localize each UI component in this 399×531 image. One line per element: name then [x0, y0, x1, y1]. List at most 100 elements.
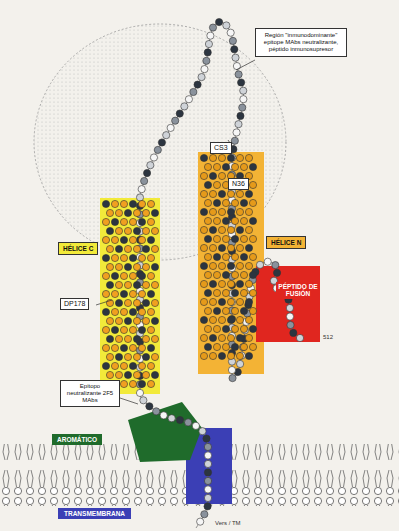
residue-bead [236, 316, 243, 323]
residue-bead [218, 298, 225, 305]
residue-bead [227, 190, 234, 197]
residue-bead [240, 343, 247, 350]
callout-box: Epitopo neutralizante 2F5 MAbs [60, 380, 120, 407]
residue-bead [111, 344, 118, 351]
residue-bead [138, 236, 145, 243]
residue-bead [133, 371, 140, 378]
residue-bead [111, 272, 118, 279]
residue-bead [204, 477, 211, 484]
residue-bead [133, 317, 140, 324]
residue-bead [200, 262, 207, 269]
residue-bead [167, 124, 174, 131]
residue-bead [102, 200, 109, 207]
residue-bead [204, 217, 211, 224]
leader-line [96, 300, 112, 305]
residue-bead [249, 253, 256, 260]
callout-box: Región "inmunodominante" epitope MAbs ne… [255, 28, 347, 57]
residue-bead [133, 263, 140, 270]
residue-bead [245, 316, 252, 323]
residue-bead [142, 371, 149, 378]
residue-bead [236, 280, 243, 287]
residue-bead [106, 371, 113, 378]
residue-bead [129, 362, 136, 369]
node-text: CS3 [214, 144, 228, 152]
residue-bead [147, 218, 154, 225]
residue-bead [197, 518, 204, 525]
residue-bead [120, 200, 127, 207]
residue-bead [115, 371, 122, 378]
residue-bead [115, 245, 122, 252]
residue-bead [287, 321, 294, 328]
residue-bead [218, 208, 225, 215]
residue-bead [124, 209, 131, 216]
residue-bead [147, 162, 154, 169]
node-text: DP178 [64, 300, 85, 308]
residue-bead [222, 289, 229, 296]
residue-bead [124, 299, 131, 306]
residue-bead [240, 163, 247, 170]
residue-bead [102, 272, 109, 279]
residue-bead [111, 326, 118, 333]
residue-bead [176, 110, 183, 117]
residue-bead [192, 422, 199, 429]
residue-bead [129, 308, 136, 315]
residue-bead [213, 307, 220, 314]
residue-bead [102, 236, 109, 243]
residue-bead [129, 254, 136, 261]
residue-bead [151, 371, 158, 378]
residue-bead [240, 307, 247, 314]
residue-bead [151, 209, 158, 216]
residue-bead [228, 315, 235, 322]
residue-bead [249, 343, 256, 350]
residue-bead [222, 271, 229, 278]
residue-bead [142, 263, 149, 270]
fusion-region [256, 266, 320, 342]
residue-bead [124, 317, 131, 324]
residue-bead [111, 200, 118, 207]
residue-bead [227, 334, 234, 341]
residue-bead [138, 344, 145, 351]
residue-bead [213, 181, 220, 188]
residue-bead [209, 226, 216, 233]
residue-bead [147, 290, 154, 297]
residue-bead [213, 163, 220, 170]
residue-bead [240, 253, 247, 260]
residue-bead [124, 353, 131, 360]
residue-bead [151, 263, 158, 270]
residue-bead [147, 200, 154, 207]
helix-label: HÉLICE C [58, 242, 98, 255]
residue-bead [218, 352, 225, 359]
residue-bead [138, 186, 145, 193]
residue-bead [240, 325, 247, 332]
residue-bead [240, 289, 247, 296]
residue-bead [151, 353, 158, 360]
residue-bead [209, 244, 216, 251]
node-text: Región "inmunodominante" epitope MAbs ne… [260, 32, 342, 53]
residue-bead [213, 217, 220, 224]
residue-bead [209, 352, 216, 359]
residue-bead [213, 253, 220, 260]
residue-bead [239, 104, 246, 111]
residue-bead [200, 208, 207, 215]
residue-bead [147, 344, 154, 351]
residue-bead [200, 280, 207, 287]
residue-bead [209, 154, 216, 161]
residue-bead [106, 263, 113, 270]
residue-bead [154, 146, 161, 153]
region-label: TRANSMEMBRANA [58, 508, 131, 519]
residue-bead [133, 209, 140, 216]
residue-bead [151, 227, 158, 234]
residue-number: 512 [322, 334, 334, 340]
residue-bead [204, 253, 211, 260]
residue-bead [151, 299, 158, 306]
residue-bead [124, 371, 131, 378]
residue-bead [185, 96, 192, 103]
residue-bead [200, 352, 207, 359]
residue-bead [249, 235, 256, 242]
residue-bead [231, 235, 238, 242]
residue-bead [115, 317, 122, 324]
residue-bead [120, 308, 127, 315]
residue-bead [227, 316, 234, 323]
residue-bead [133, 227, 140, 234]
residue-bead [176, 416, 183, 423]
